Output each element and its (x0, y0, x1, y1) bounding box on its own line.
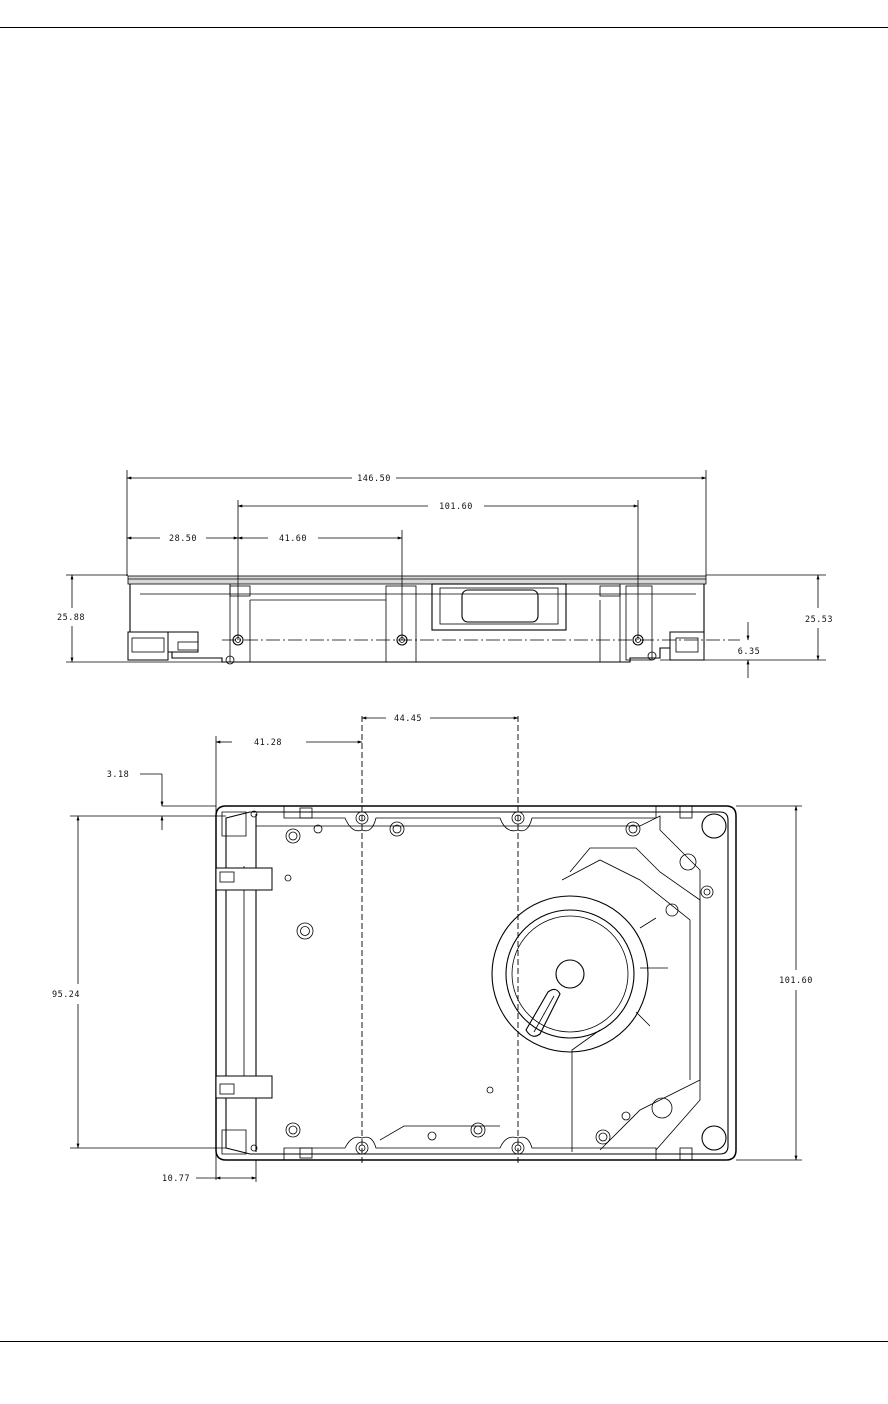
dim-edge-to-hole: 28.50 (169, 534, 197, 544)
dim-height-right: 25.53 (805, 615, 833, 625)
dim-overall-width: 146.50 (357, 474, 391, 484)
footer-rule (0, 1341, 888, 1342)
dim-hole-spacing-y: 95.24 (52, 990, 80, 1000)
dim-top-offset: 3.18 (107, 770, 129, 780)
bottom-view (215, 716, 737, 1165)
header-rule (0, 27, 888, 28)
bottom-view-dimensions: 44.45 41.28 3.18 95.24 101.60 10.77 (52, 714, 813, 1184)
side-view (127, 575, 740, 665)
dim-side-offset: 10.77 (162, 1174, 190, 1184)
dim-hole-offset-x: 41.28 (254, 738, 282, 748)
dim-hole-spacing-x: 44.45 (394, 714, 422, 724)
side-view-dimensions: 146.50 101.60 28.50 41.60 25.88 25.53 6.… (57, 470, 833, 678)
dim-height-left: 25.88 (57, 613, 85, 623)
dim-width: 101.60 (779, 976, 813, 986)
dim-hole-height: 6.35 (738, 647, 760, 657)
dim-hole-to-hole: 41.60 (279, 534, 307, 544)
dim-mount-span: 101.60 (439, 502, 473, 512)
